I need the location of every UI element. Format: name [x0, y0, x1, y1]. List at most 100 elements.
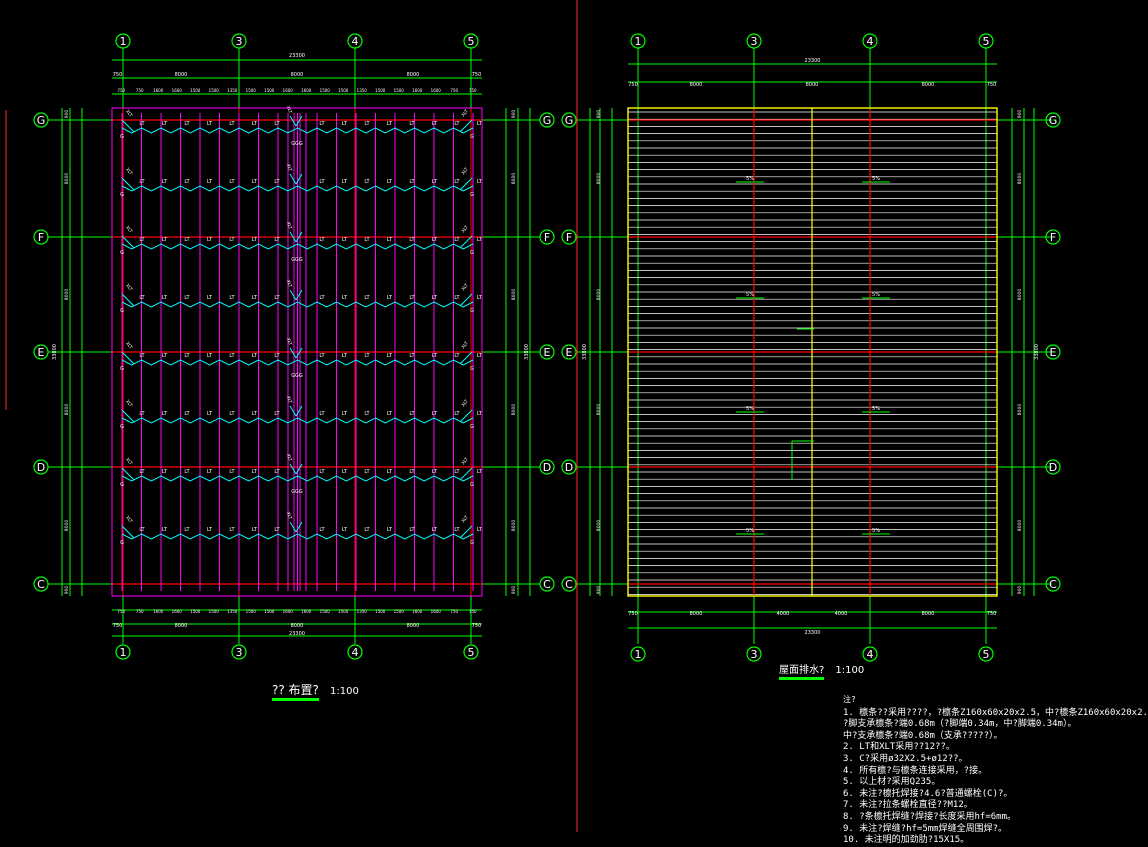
brace-line	[295, 173, 303, 185]
purlin-label: LT	[184, 411, 190, 417]
brace-label: XLT	[461, 398, 470, 408]
purlin-label: LT	[477, 295, 483, 301]
brace-line	[121, 409, 135, 423]
note-item: 9. 未注?焊缝?hf=5mm焊缝全周围焊?。	[843, 823, 1008, 834]
axis-bubble-right	[539, 576, 555, 592]
brace-line	[289, 231, 297, 243]
sub-dim-top: 750	[136, 88, 144, 93]
brace-label: XLT	[285, 279, 293, 289]
sub-dim-bottom: 1500	[264, 609, 275, 614]
brace-line	[121, 467, 135, 481]
overall-side-dim-right: 33800	[524, 344, 530, 360]
side-dim-right: 8000	[1017, 289, 1023, 301]
bay-dim-top: 8000	[291, 72, 304, 78]
sub-dim-top: 750	[469, 88, 477, 93]
sheet-frame	[5, 0, 578, 832]
brace-label: XLT	[461, 340, 470, 350]
purlin-label: LT	[274, 527, 280, 533]
brace-line	[121, 351, 135, 365]
side-dim-right: 900	[1017, 586, 1023, 595]
general-notes: 注? 1. 檩条??采用????，?檩条Z160x60x20x2.5，中?檩条Z…	[843, 694, 1148, 847]
axis-bubble-bottom	[347, 644, 363, 660]
axis-bubble-right	[1045, 459, 1061, 475]
purlin-label: LT	[432, 353, 438, 359]
bay-dim-top: 750	[628, 82, 638, 88]
bay-dim-bottom: 750	[113, 623, 123, 629]
purlin-label: LT	[184, 353, 190, 359]
note-item: 5. 以上材?采用Q235。	[843, 777, 941, 788]
sub-dim-bottom: 1600	[412, 609, 423, 614]
side-dim-left: 8000	[64, 404, 70, 416]
right-title: 屋面排水? 1:100	[779, 658, 864, 680]
edge-label: G	[120, 250, 124, 256]
axis-bubble-right-label: G	[543, 114, 552, 127]
purlin-label: LT	[432, 527, 438, 533]
purlin-label: LT	[387, 353, 393, 359]
axis-bubble-right	[539, 112, 555, 128]
side-dim-right: 900	[511, 110, 517, 119]
purlin-label: LT	[139, 295, 145, 301]
edge-label: G	[470, 366, 474, 372]
brace-label: XLT	[124, 457, 133, 467]
purlin-label: LT	[387, 469, 393, 475]
note-item: 1. 檩条??采用????，?檩条Z160x60x20x2.5，中?檩条Z160…	[843, 707, 1148, 718]
sub-dim-bottom: 750	[450, 609, 458, 614]
axis-bubble-left	[33, 112, 49, 128]
ridge-label: GGG	[291, 257, 303, 263]
sub-dim-top: 750	[450, 88, 458, 93]
side-dim-right: 8000	[511, 520, 517, 532]
purlin-label: LT	[387, 527, 393, 533]
plan-outline	[111, 107, 483, 597]
axis-bubble-left-label: G	[37, 114, 46, 127]
purlin-label: LT	[342, 411, 348, 417]
purlin-label: LT	[252, 295, 258, 301]
purlin-label: LT	[184, 121, 190, 127]
purlin-label: LT	[162, 469, 168, 475]
purlin-label: LT	[409, 353, 415, 359]
purlin-label: LT	[342, 179, 348, 185]
purlin-label: LT	[342, 295, 348, 301]
axis-bubble-right	[1045, 576, 1061, 592]
sub-dim-top: 1350	[357, 88, 368, 93]
sub-dim-top: 1600	[172, 88, 183, 93]
purlin-label: LT	[207, 237, 213, 243]
axis-bubble-top-label: 3	[236, 35, 243, 48]
purlin-label: LT	[342, 469, 348, 475]
side-dim-left: 8000	[596, 289, 602, 301]
side-dim-left: 8000	[64, 520, 70, 532]
edge-label: G	[120, 308, 124, 314]
purlin-label: LT	[454, 121, 460, 127]
edge-label: G	[470, 308, 474, 314]
slope-label: 5%	[746, 292, 754, 298]
axis-bubble-bottom	[978, 646, 994, 662]
brace-line	[295, 115, 303, 127]
purlin-label: LT	[229, 179, 235, 185]
purlin-label: LT	[364, 237, 370, 243]
brace-label: XLT	[461, 108, 470, 118]
purlin-label: LT	[229, 237, 235, 243]
purlin-label: LT	[184, 295, 190, 301]
sub-dim-bottom: 1500	[190, 609, 201, 614]
brace-line	[289, 405, 297, 417]
side-dim-left: 900	[596, 110, 602, 119]
axis-bubble-top-label: 3	[751, 35, 758, 48]
edge-label: G	[470, 134, 474, 140]
purlin-label: LT	[364, 353, 370, 359]
sub-dim-top: 1600	[431, 88, 442, 93]
purlin-label: LT	[409, 469, 415, 475]
purlin-label: LT	[409, 179, 415, 185]
purlin-label: LT	[364, 121, 370, 127]
sub-dim-bottom: 1600	[431, 609, 442, 614]
axis-bubble-bottom-label: 5	[468, 646, 475, 659]
bay-dim-top: 8000	[407, 72, 420, 78]
purlin-label: LT	[319, 237, 325, 243]
brace-line	[459, 409, 473, 423]
purlin-label: LT	[477, 121, 483, 127]
axis-bubble-right-label: G	[1049, 114, 1058, 127]
side-dim-left: 8000	[64, 289, 70, 301]
sub-dim-bottom: 1500	[338, 609, 349, 614]
sub-dim-bottom: 1500	[209, 609, 220, 614]
side-dim-right: 8000	[1017, 404, 1023, 416]
side-dim-left: 8000	[596, 404, 602, 416]
sub-dim-top: 1500	[246, 88, 257, 93]
